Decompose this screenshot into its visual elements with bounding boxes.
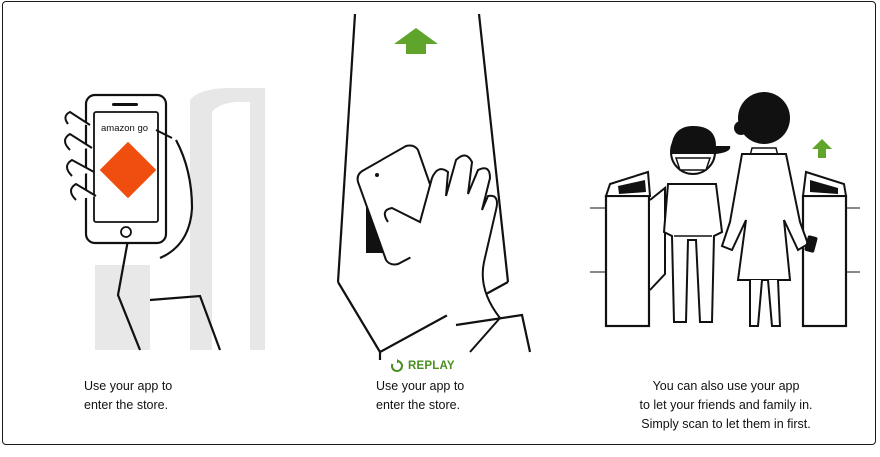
brand-suffix: go <box>137 123 148 134</box>
caption-line: enter the store. <box>84 398 169 412</box>
replay-label: REPLAY <box>408 360 455 372</box>
caption-panel-1: Use your app to enter the store. <box>84 377 172 415</box>
phone-brand-text: amazon go <box>101 123 148 134</box>
caption-line: to let your friends and family in. <box>639 398 813 412</box>
brand-name: amazon <box>101 123 137 134</box>
replay-button[interactable]: REPLAY <box>390 358 455 374</box>
caption-panel-3: You can also use your app to let your fr… <box>626 377 826 434</box>
caption-line: Simply scan to let them in first. <box>641 417 811 431</box>
caption-line: enter the store. <box>376 398 461 412</box>
caption-line: Use your app to <box>376 379 465 393</box>
caption-line: Use your app to <box>84 379 173 393</box>
caption-line: You can also use your app <box>652 379 800 393</box>
replay-icon <box>390 359 403 372</box>
caption-panel-2: Use your app to enter the store. <box>376 377 464 415</box>
